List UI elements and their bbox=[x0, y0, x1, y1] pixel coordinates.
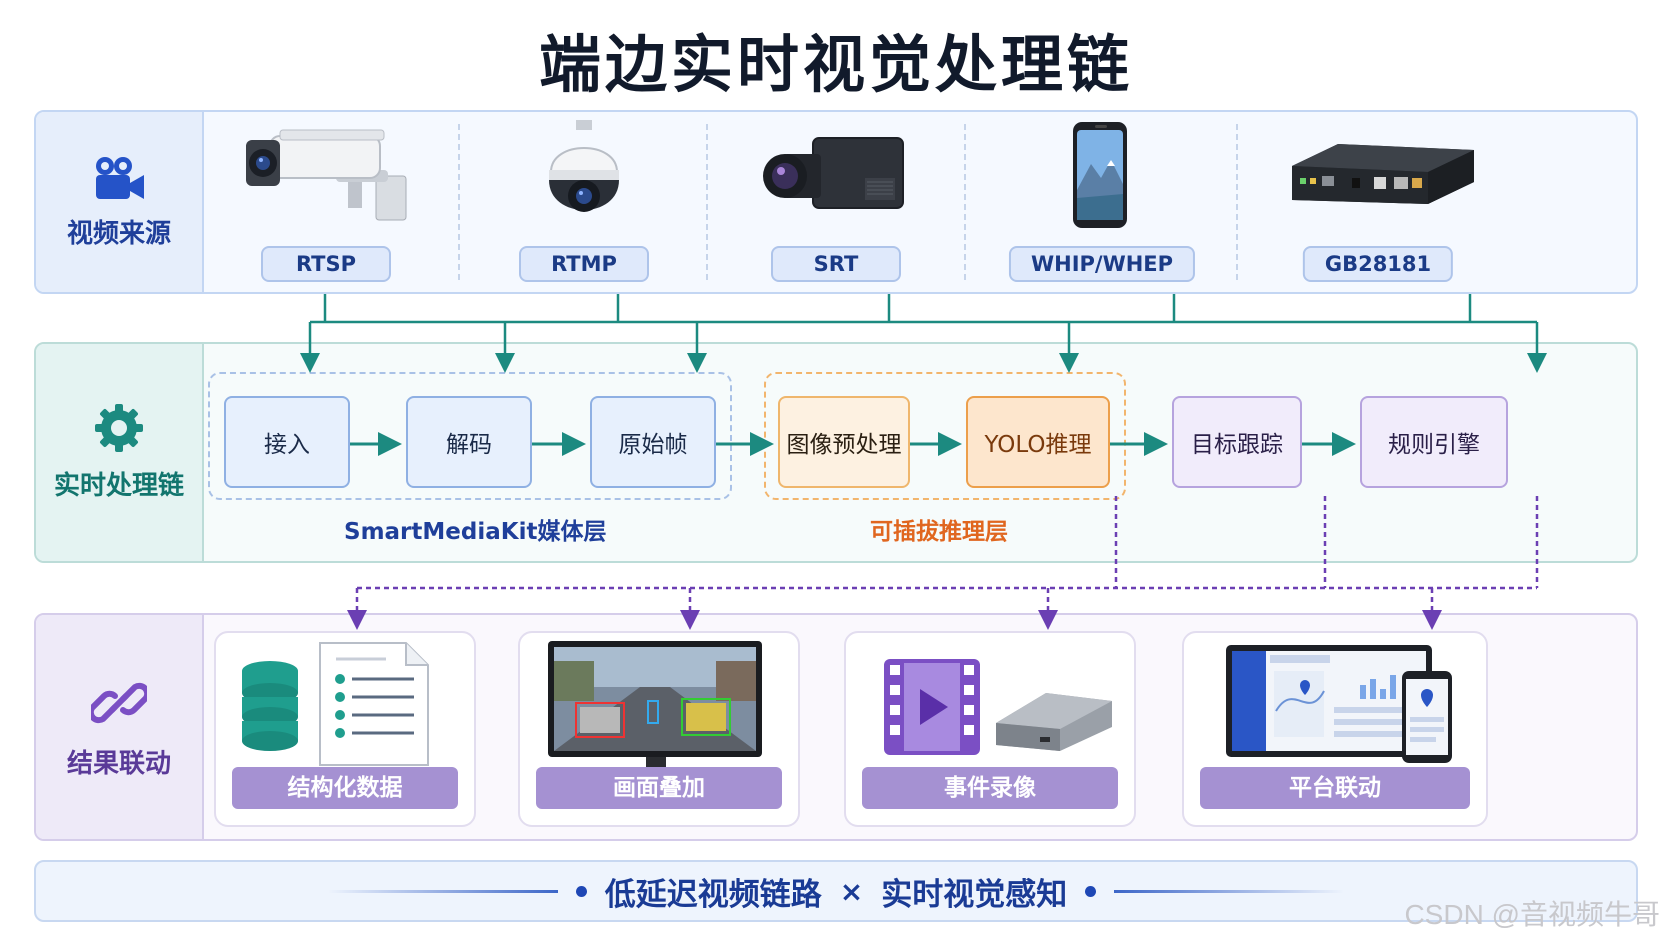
protocol-badge: SRT bbox=[771, 246, 901, 282]
result-card-structured-data: 结构化数据 bbox=[214, 631, 476, 827]
dashboard-mobile-icon bbox=[1226, 645, 1452, 763]
protocol-badge: WHIP/WHEP bbox=[1008, 246, 1196, 282]
slogan-line-right bbox=[1114, 889, 1345, 893]
bullet-camera-icon bbox=[246, 129, 407, 221]
gear-icon bbox=[95, 404, 143, 452]
result-card-platform: 平台联动 bbox=[1182, 631, 1488, 827]
nvr-box-icon bbox=[1292, 144, 1474, 204]
pipeline-label: 实时处理链 bbox=[53, 471, 184, 501]
protocol-badge: RTSP bbox=[261, 246, 391, 282]
result-caption: 画面叠加 bbox=[536, 767, 782, 809]
step-raw-frame: 原始帧 bbox=[590, 396, 716, 488]
sources-panel: 视频来源 RTSP RTMP bbox=[34, 110, 1638, 294]
bus-to-pipeline-arrows bbox=[300, 322, 1547, 373]
sources-side: 视频来源 bbox=[36, 112, 204, 292]
pipeline-panel: 实时处理链 接入 解码 原始帧 图像预处理 YOLO推理 目标跟踪 规则引擎 S… bbox=[34, 342, 1638, 563]
box-camera-icon bbox=[763, 137, 904, 209]
pipeline-side: 实时处理链 bbox=[36, 344, 204, 561]
result-card-overlay: 画面叠加 bbox=[518, 631, 800, 827]
sources-label: 视频来源 bbox=[66, 218, 171, 249]
step-decode: 解码 bbox=[406, 396, 532, 488]
slogan-dot-right bbox=[1085, 885, 1097, 897]
source-gb28181: GB28181 bbox=[1258, 120, 1498, 288]
step-preprocess: 图像预处理 bbox=[778, 396, 910, 488]
step-ingest: 接入 bbox=[224, 396, 350, 488]
video-file-storage-icon bbox=[884, 659, 1112, 755]
source-srt: SRT bbox=[716, 120, 956, 288]
inference-layer-label: 可插拔推理层 bbox=[870, 519, 1008, 545]
source-whip-whep: WHIP/WHEP bbox=[982, 120, 1222, 288]
results-panel: 结果联动 结构化数据 bbox=[34, 613, 1638, 841]
media-layer-group bbox=[208, 372, 732, 500]
results-label: 结果联动 bbox=[66, 748, 171, 779]
watermark: CSDN @音视频牛哥 bbox=[1404, 899, 1660, 930]
protocol-badge: GB28181 bbox=[1302, 246, 1454, 282]
slogan-left: 低延迟视频链路 bbox=[604, 876, 822, 913]
result-caption: 事件录像 bbox=[862, 767, 1118, 809]
result-caption: 平台联动 bbox=[1200, 767, 1470, 809]
results-side: 结果联动 bbox=[36, 615, 204, 839]
database-checklist-icon bbox=[242, 642, 429, 766]
smartphone-icon bbox=[1073, 122, 1127, 228]
slogan-right: 实时视觉感知 bbox=[881, 876, 1068, 913]
dome-camera-icon bbox=[549, 120, 619, 212]
media-layer-label: SmartMediaKit媒体层 bbox=[344, 519, 607, 545]
source-to-bus-lines bbox=[310, 294, 1537, 324]
step-yolo-inference: YOLO推理 bbox=[966, 396, 1110, 488]
page-title: 端边实时视觉处理链 bbox=[538, 28, 1133, 101]
video-camera-icon bbox=[96, 156, 144, 199]
source-rtmp: RTMP bbox=[464, 120, 704, 288]
step-rule-engine: 规则引擎 bbox=[1360, 396, 1508, 488]
slogan-line-left bbox=[327, 889, 558, 893]
protocol-badge: RTMP bbox=[519, 246, 649, 282]
slogan-bar: 低延迟视频链路 × 实时视觉感知 bbox=[34, 860, 1638, 922]
source-rtsp: RTSP bbox=[206, 120, 446, 288]
slogan-dot-left bbox=[575, 885, 587, 897]
monitor-detection-icon bbox=[548, 641, 762, 773]
step-object-tracking: 目标跟踪 bbox=[1172, 396, 1302, 488]
result-caption: 结构化数据 bbox=[232, 767, 458, 809]
result-feedback-lines bbox=[357, 496, 1539, 590]
slogan-separator: × bbox=[839, 874, 864, 908]
result-card-event-recording: 事件录像 bbox=[844, 631, 1136, 827]
result-feedback-arrows bbox=[347, 588, 1442, 630]
link-icon bbox=[91, 682, 147, 723]
